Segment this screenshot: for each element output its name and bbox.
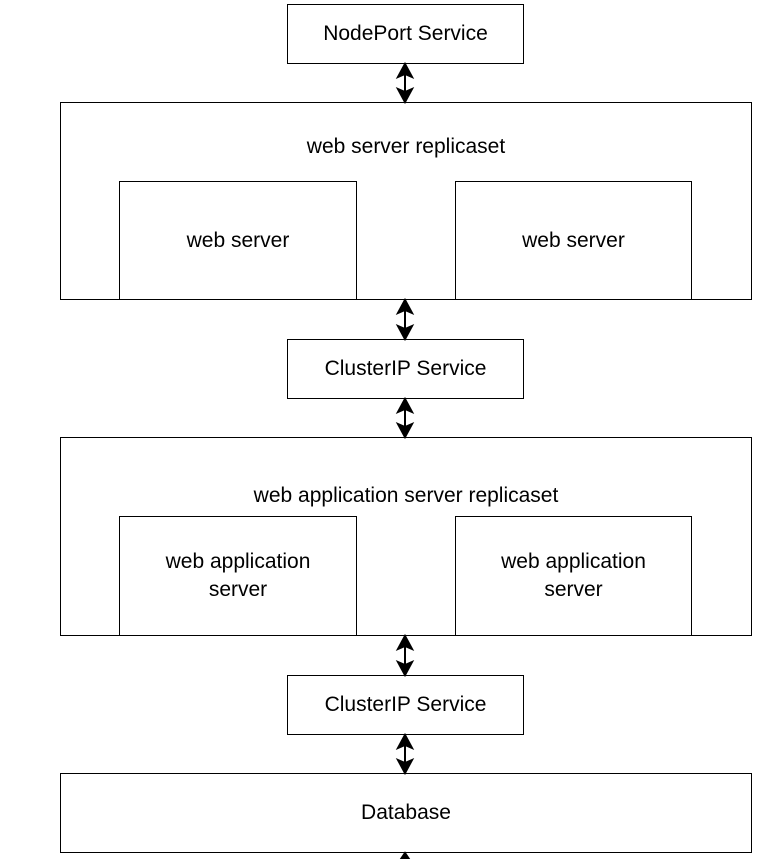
web-app-server-label-1: web application server bbox=[165, 550, 311, 601]
cluster-ip-service-box-1: ClusterIP Service bbox=[287, 339, 524, 399]
web-server-replicaset-title: web server replicaset bbox=[306, 135, 506, 158]
connector-arrow-3 bbox=[395, 396, 415, 440]
database-label: Database bbox=[361, 801, 451, 824]
web-app-server-box-1: web application server bbox=[119, 516, 357, 636]
database-box: Database bbox=[60, 773, 752, 853]
web-app-replicaset-title: web application server replicaset bbox=[253, 484, 559, 507]
nodeport-service-label: NodePort Service bbox=[323, 22, 488, 45]
web-server-label-2: web server bbox=[522, 228, 625, 252]
cluster-ip-service-label-2: ClusterIP Service bbox=[324, 693, 487, 716]
connector-arrow-5 bbox=[395, 732, 415, 776]
cluster-ip-service-label-1: ClusterIP Service bbox=[324, 357, 487, 380]
nodeport-service-box: NodePort Service bbox=[287, 4, 524, 64]
connector-arrow-1 bbox=[395, 61, 415, 105]
connector-arrow-6-partial bbox=[399, 851, 411, 859]
web-server-box-1: web server bbox=[119, 181, 357, 300]
cluster-ip-service-box-2: ClusterIP Service bbox=[287, 675, 524, 735]
connector-arrow-2 bbox=[395, 297, 415, 342]
connector-arrow-4 bbox=[395, 633, 415, 678]
web-server-label-1: web server bbox=[186, 228, 290, 252]
web-server-box-2: web server bbox=[455, 181, 692, 300]
web-app-server-box-2: web application server bbox=[455, 516, 692, 636]
web-app-server-label-2: web application server bbox=[501, 550, 646, 601]
